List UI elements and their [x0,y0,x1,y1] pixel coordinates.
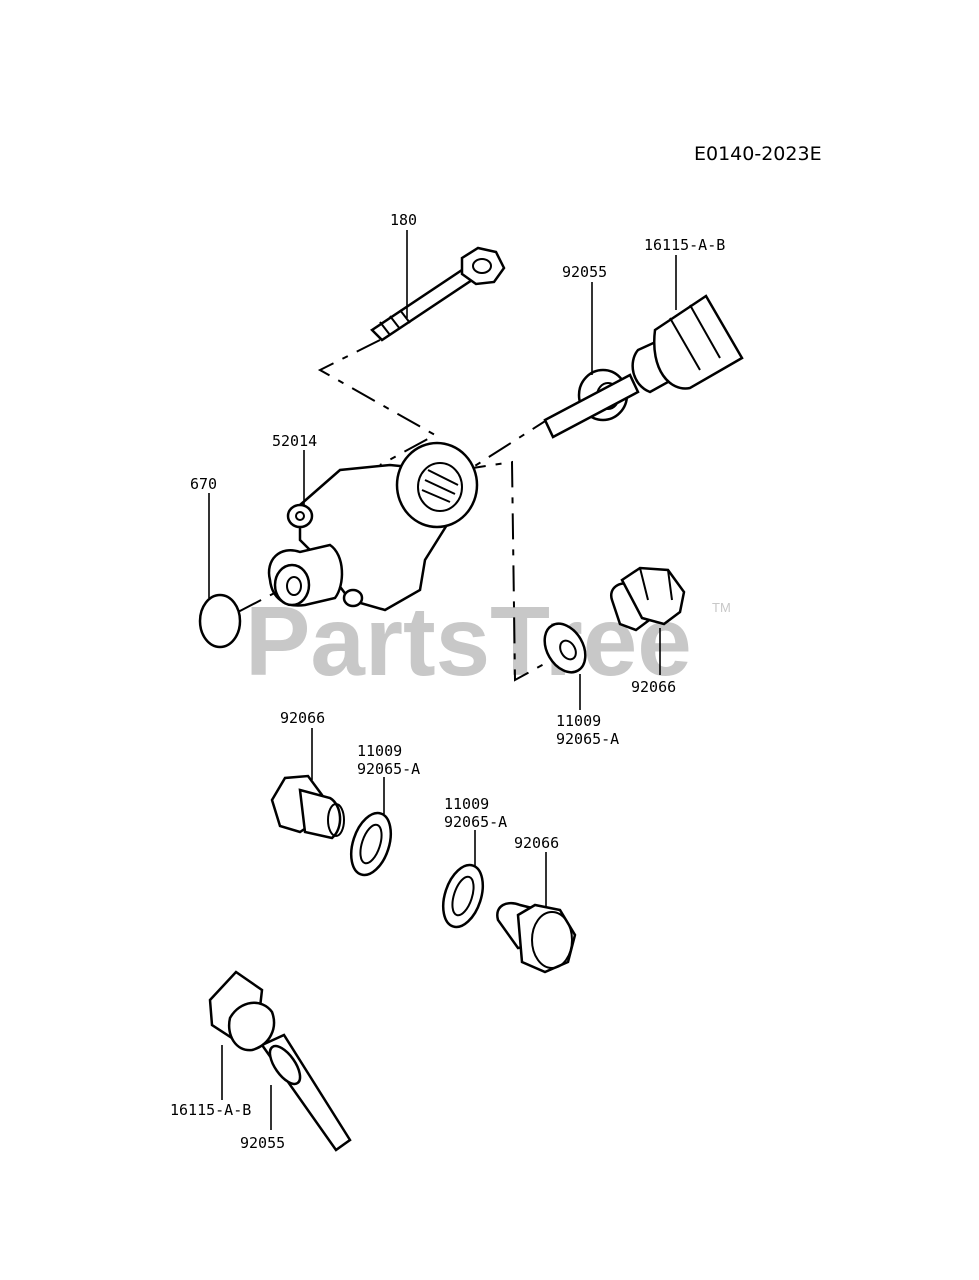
body-port-threads [421,469,459,503]
label-52014: 52014 [272,432,317,450]
sensor-facets [669,304,721,371]
bolt-head [460,246,506,286]
label-11009-right: 11009 [556,712,601,730]
plug-head-facets [639,567,673,601]
plug-92066-left[interactable] [270,774,345,840]
oring-ring [198,593,242,649]
body-nipple-hole [286,576,302,596]
plug-tip [327,803,345,837]
sensor-washer [268,1044,302,1086]
label-92055-bottom: 92055 [240,1134,285,1152]
plug-shank [298,788,342,840]
label-92065-mid: 92065-A [357,760,420,778]
part-labels: 180 92055 16115-A-B 52014 670 92066 1100… [170,211,725,1152]
sensor-16115-top[interactable] [543,294,744,439]
label-180: 180 [390,211,417,229]
body-port-bore [417,462,463,512]
gasket-hole [559,639,577,661]
diagram-code: E0140-2023E [694,143,822,165]
label-92065-lower: 92065-A [444,813,507,831]
body-nipple-face [273,563,311,607]
plug-head [620,566,686,626]
bolt-180[interactable] [370,246,506,342]
oring-assembly-line [237,584,291,613]
oring-670[interactable] [198,593,242,649]
sensor-16115-bottom[interactable] [208,970,352,1152]
gasket-ring [441,863,485,929]
gasket-ring [349,811,393,877]
watermark-trademark: TM [712,600,731,615]
label-16115-top: 16115-A-B [644,236,725,254]
body-mount-ear [286,503,314,529]
plug-head [516,903,577,974]
label-92066-left: 92066 [280,709,325,727]
gasket-hole [359,823,383,865]
sensor-body [652,294,744,390]
gasket-hole [451,875,475,917]
plug-assembly-line [459,460,556,682]
label-670: 670 [190,475,217,493]
plug-92066-lower[interactable] [496,901,577,974]
bolt-head-flange [472,258,492,274]
gasket-ring [543,622,587,674]
body-mount-hole [295,511,305,521]
sensor-probe [543,373,640,439]
label-92065-right: 92065-A [556,730,619,748]
plug-face [531,911,573,969]
gasket-11009-right[interactable] [536,616,593,679]
label-16115-bottom: 16115-A-B [170,1101,251,1119]
label-92066-lower: 92066 [514,834,559,852]
bolt-shank [370,264,480,342]
label-11009-lower: 11009 [444,795,489,813]
body-lower-ear [342,588,364,608]
gasket-11009-lower[interactable] [436,860,490,932]
gasket-11009-mid[interactable] [344,808,398,880]
leader-lines [208,230,677,1130]
label-11009-mid: 11009 [357,742,402,760]
plug-92066-right[interactable] [609,566,686,632]
bolt-assembly-line [317,339,438,466]
body-52014[interactable] [267,441,479,612]
bolt-thread-marks [379,309,411,336]
label-92066-right: 92066 [631,678,676,696]
sensor-nut [227,1001,276,1052]
label-92055-top: 92055 [562,263,607,281]
